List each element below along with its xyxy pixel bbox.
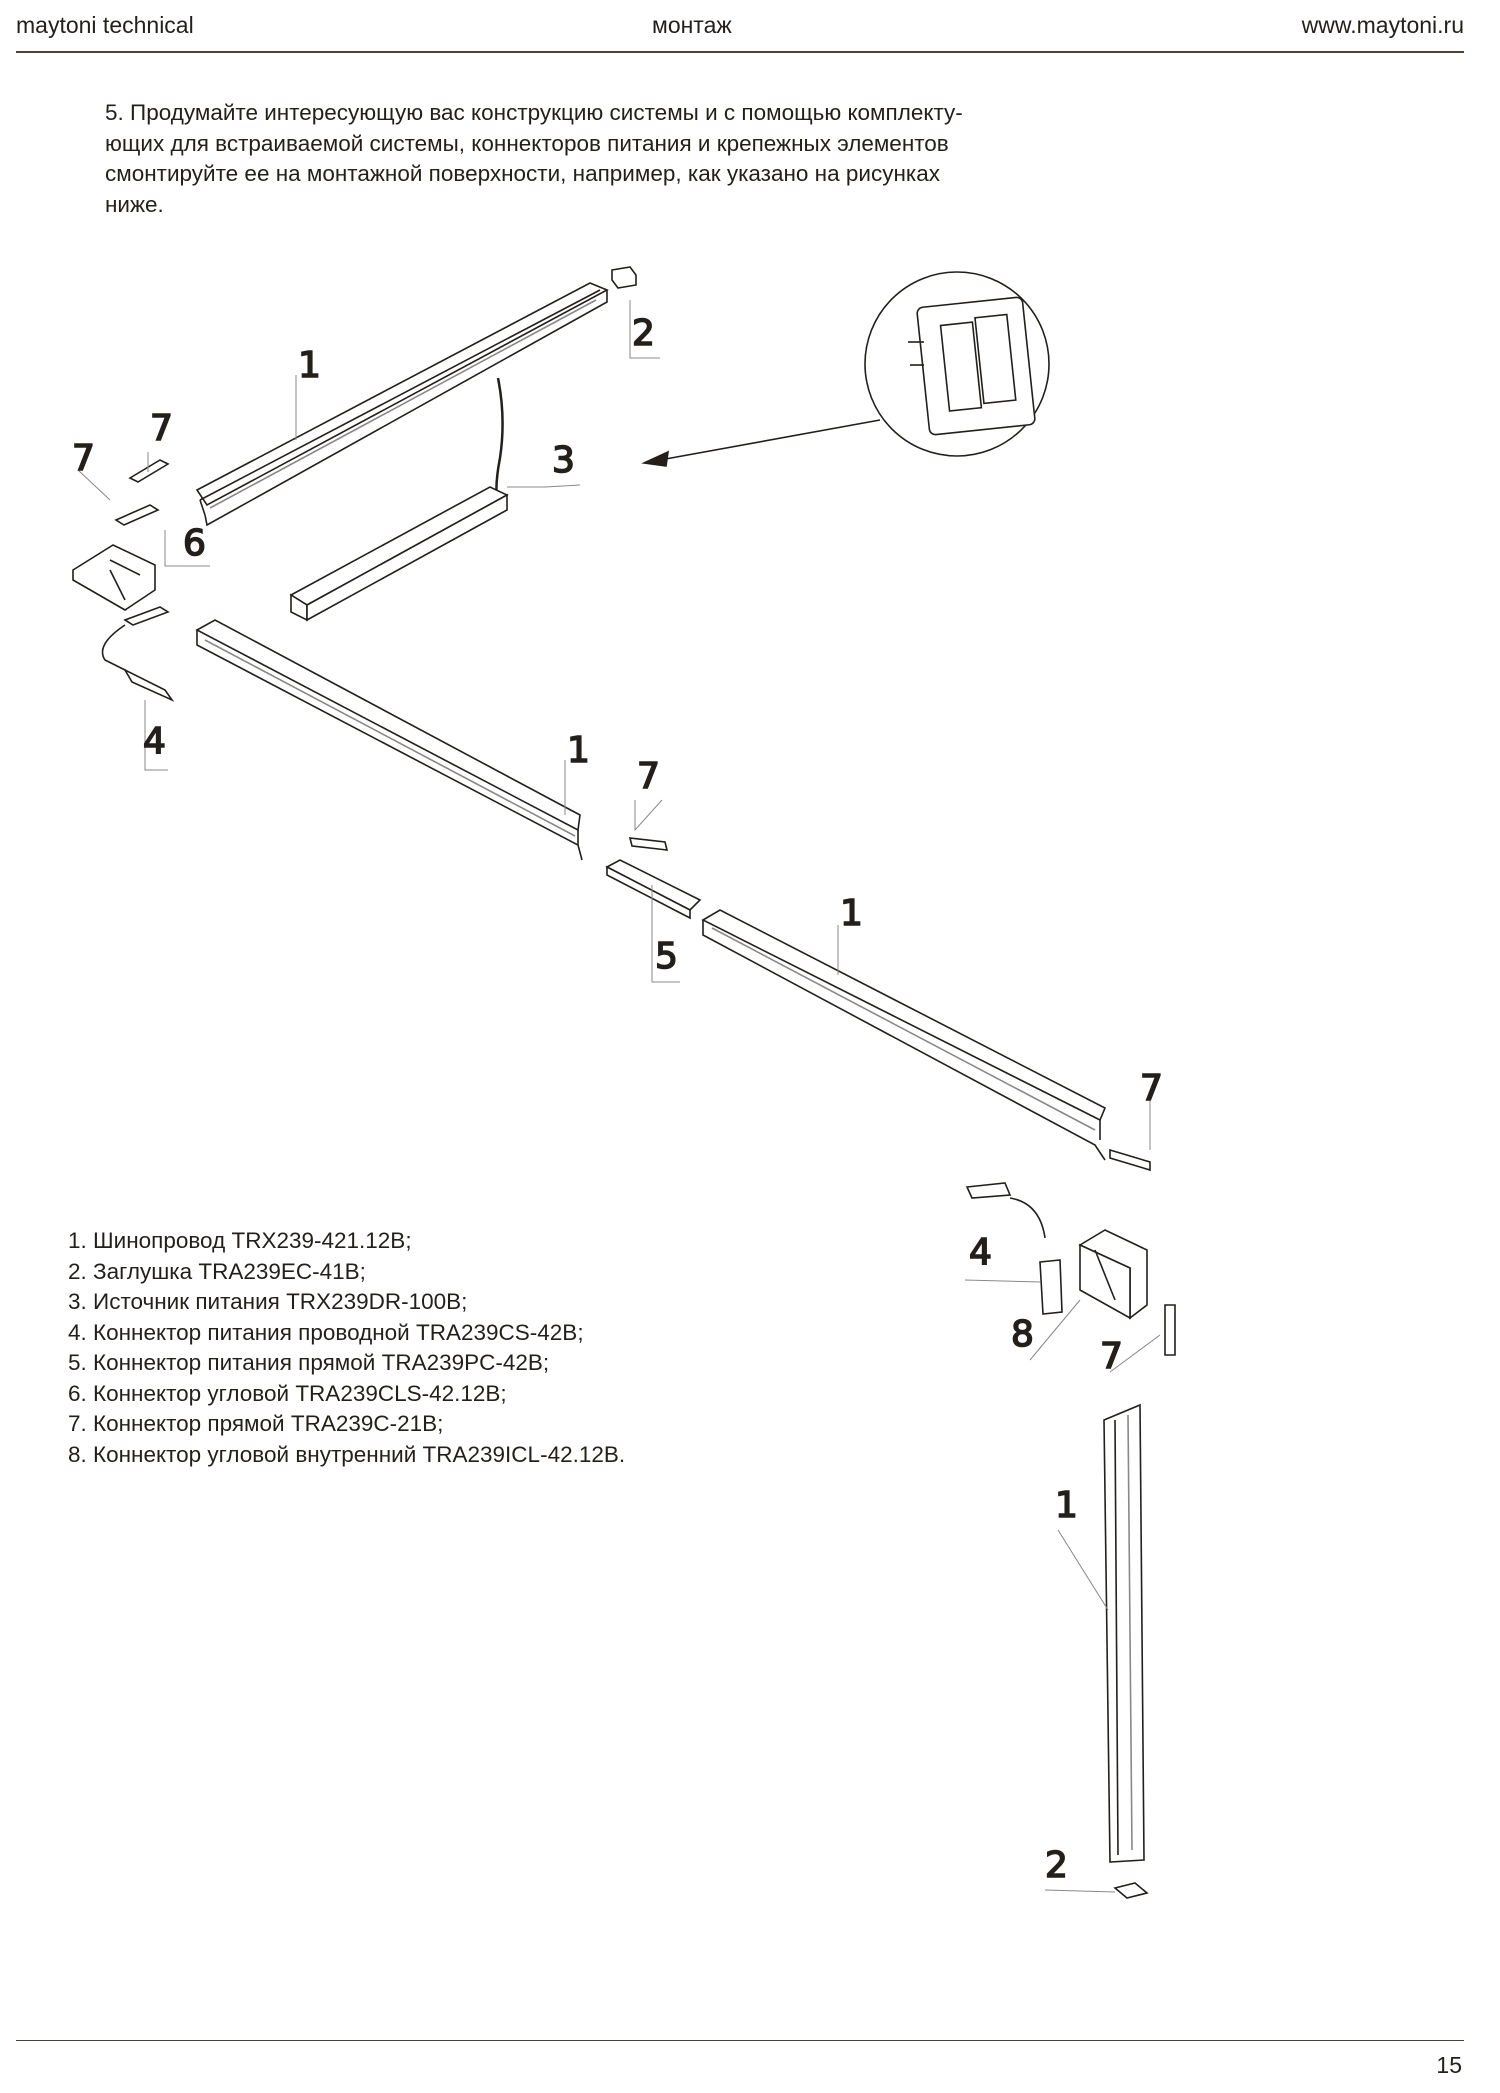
- intro-line: смонтируйте ее на монтажной поверхности,…: [105, 161, 940, 186]
- callout-7: 7: [1100, 1336, 1123, 1377]
- callout-4: 4: [969, 1232, 992, 1273]
- callout-6: 6: [183, 523, 206, 564]
- legend-item: 6. Коннектор угловой TRA239CLS-42.12B;: [68, 1380, 507, 1406]
- callout-8: 8: [1011, 1314, 1034, 1355]
- callout-7: 7: [637, 756, 660, 797]
- parts-legend: 1. Шинопровод TRX239-421.12B; 2. Заглушк…: [68, 1226, 625, 1470]
- header-section: монтаж: [652, 12, 732, 38]
- instruction-text: 5. Продумайте интересующую вас конструкц…: [105, 98, 1205, 220]
- wired-connector-4-right: [965, 1182, 1063, 1315]
- callout-7: 7: [72, 438, 95, 479]
- rail-middle: [195, 619, 583, 861]
- legend-item: 7. Коннектор прямой TRA239C-21B;: [68, 1411, 444, 1436]
- rail-top: [195, 282, 609, 527]
- header-brand: maytoni technical: [16, 12, 194, 38]
- end-cap-bottom: [1113, 1882, 1149, 1899]
- leader-lines: [77, 300, 1161, 1893]
- callout-2: 2: [632, 313, 655, 354]
- rail-right: [701, 909, 1107, 1161]
- header-divider: [16, 51, 1464, 53]
- power-supply: [289, 486, 509, 622]
- legend-item: 3. Источник питания TRX239DR-100B;: [68, 1289, 468, 1314]
- callout-4: 4: [143, 721, 166, 762]
- end-cap-top: [611, 266, 637, 289]
- arrow-head-icon: [641, 450, 669, 467]
- header-url[interactable]: www.maytoni.ru: [1301, 12, 1464, 38]
- legend-item: 2. Заглушка TRA239EC-41B;: [68, 1258, 366, 1284]
- page-number: 15: [1436, 2052, 1462, 2078]
- legend-item: 4. Коннектор питания проводной TRA239CS-…: [68, 1319, 584, 1345]
- callout-5: 5: [655, 936, 678, 977]
- callout-1: 1: [840, 893, 863, 934]
- callout-2: 2: [1045, 1845, 1068, 1886]
- callout-1: 1: [567, 730, 590, 771]
- intro-line: ющих для встраиваемой системы, коннектор…: [105, 130, 949, 156]
- straight-connector: [114, 459, 1176, 1356]
- callout-1: 1: [1055, 1485, 1078, 1526]
- corner-connector-6: [72, 544, 156, 611]
- footer-divider: [16, 2040, 1464, 2041]
- power-connector-5: [605, 859, 702, 920]
- legend-item: 1. Шинопровод TRX239-421.12B;: [68, 1228, 412, 1253]
- legend-item: 8. Коннектор угловой внутренний TRA239IC…: [68, 1441, 626, 1467]
- callout-1: 1: [298, 345, 321, 386]
- callout-7: 7: [1140, 1068, 1163, 1109]
- legend-item: 5. Коннектор питания прямой TRA239PC-42B…: [68, 1350, 550, 1375]
- psu-wire: [495, 377, 504, 509]
- wired-connector-4-left: [101, 606, 175, 702]
- intro-line: ниже.: [105, 191, 164, 217]
- rail-vertical: [1103, 1403, 1145, 1863]
- intro-line: 5. Продумайте интересующую вас конструкц…: [105, 100, 963, 125]
- inner-corner-connector-8: [1078, 1229, 1148, 1320]
- callout-7: 7: [150, 408, 173, 449]
- switch-detail: [864, 271, 1050, 457]
- arrow-line: [659, 419, 881, 461]
- callout-3: 3: [552, 440, 575, 481]
